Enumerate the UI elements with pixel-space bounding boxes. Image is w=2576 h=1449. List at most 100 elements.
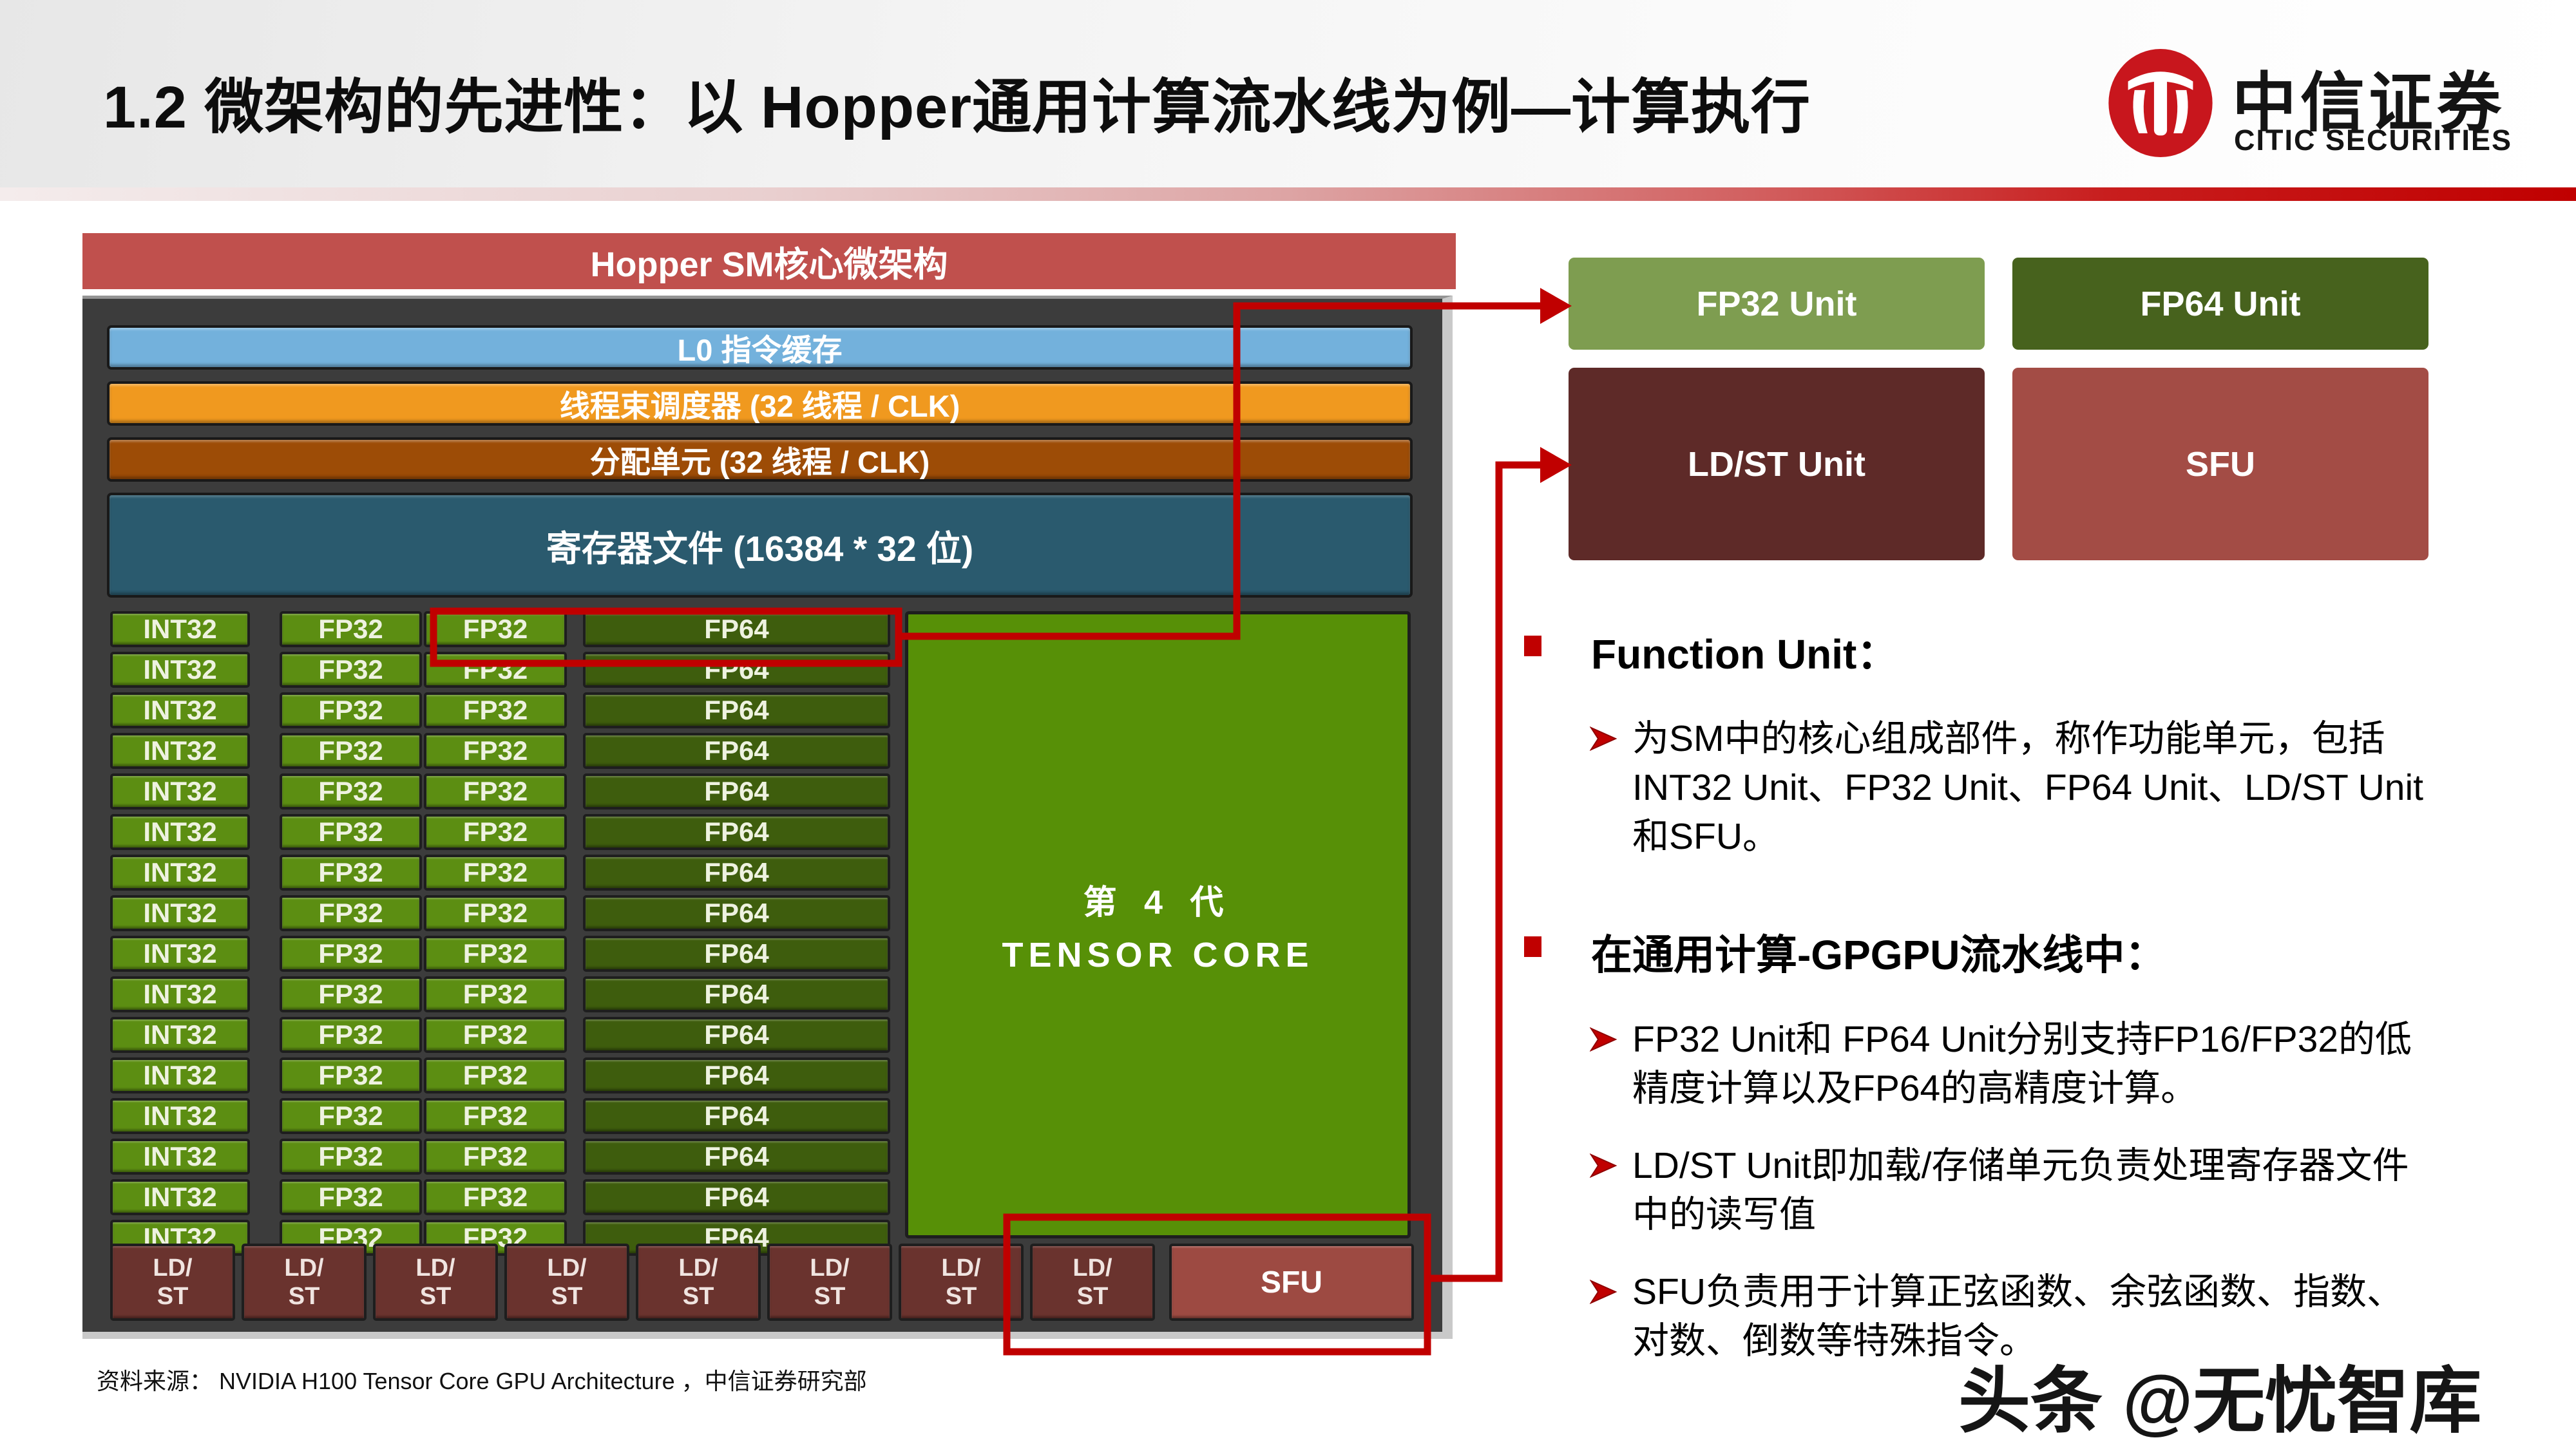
sfu-unit-box: SFU: [2012, 368, 2428, 560]
fp64-unit-box: FP64 Unit: [2012, 258, 2428, 350]
fp64-cell: FP64: [583, 1139, 890, 1175]
fp64-cell: FP64: [583, 1057, 890, 1094]
ldst-cell: LD/ST: [1030, 1244, 1155, 1321]
bullet-item: SFU负责用于计算正弦函数、余弦函数、指数、对数、倒数等特殊指令。: [1520, 1267, 2499, 1365]
fp32-cell: FP32: [280, 855, 422, 891]
ldst-cell: LD/ST: [110, 1244, 235, 1321]
ldst-cell: LD/ST: [373, 1244, 498, 1321]
int32-cell: INT32: [110, 976, 250, 1012]
ldst-unit-box: LD/ST Unit: [1569, 368, 1985, 560]
fp64-cell: FP64: [583, 1098, 890, 1134]
fp32-cell: FP32: [424, 652, 567, 688]
fp32-cell: FP32: [424, 1179, 567, 1215]
fp64-cell: FP64: [583, 733, 890, 769]
fp32-cell: FP32: [280, 1057, 422, 1094]
int32-cell: INT32: [110, 733, 250, 769]
fp64-cell: FP64: [583, 936, 890, 972]
arrow-bullet-icon: [1590, 1027, 1617, 1052]
ldst-cell: LD/ST: [636, 1244, 761, 1321]
int32-cell: INT32: [110, 1179, 250, 1215]
bullet-item: LD/ST Unit即加载/存储单元负责处理寄存器文件中的读写值: [1520, 1141, 2499, 1239]
logo-cn-text: 中信证券: [2232, 67, 2505, 139]
fp64-cell: FP64: [583, 1017, 890, 1053]
bullet-heading-text: 在通用计算-GPGPU流水线中：: [1591, 932, 2166, 978]
fp32-cell: FP32: [280, 733, 422, 769]
fp32-cell: FP32: [280, 1098, 422, 1134]
fp32-cell: FP32: [280, 976, 422, 1012]
bullet-block-gpgpu: 在通用计算-GPGPU流水线中： FP32 Unit和 FP64 Unit分别支…: [1520, 922, 2499, 1394]
arrow-bullet-icon: [1590, 1280, 1617, 1304]
fp32-cell: FP32: [424, 1057, 567, 1094]
citic-logo: 中信证券 CITIC SECURITIES: [2106, 45, 2557, 167]
source-note: 资料来源： NVIDIA H100 Tensor Core GPU Archit…: [97, 1368, 867, 1394]
fp64-cell: FP64: [583, 773, 890, 810]
fp64-cell: FP64: [583, 855, 890, 891]
fp64-cell: FP64: [583, 814, 890, 850]
fp32-cell: FP32: [424, 936, 567, 972]
tensor-core-block: 第 4 代 TENSOR CORE: [905, 611, 1411, 1238]
bullet-text: LD/ST Unit即加载/存储单元负责处理寄存器文件中的读写值: [1632, 1145, 2409, 1235]
int32-cell: INT32: [110, 773, 250, 810]
sm-diagram-panel: L0 指令缓存 线程束调度器 (32 线程 / CLK) 分配单元 (32 线程…: [82, 296, 1453, 1339]
bullet-text: FP32 Unit和 FP64 Unit分别支持FP16/FP32的低精度计算以…: [1632, 1019, 2412, 1109]
ldst-cell: LD/ST: [899, 1244, 1024, 1321]
fp32-cell: FP32: [424, 733, 567, 769]
register-file-bar: 寄存器文件 (16384 * 32 位): [107, 493, 1413, 598]
int32-cell: INT32: [110, 855, 250, 891]
ldst-cell: LD/ST: [767, 1244, 892, 1321]
warp-scheduler-bar: 线程束调度器 (32 线程 / CLK): [107, 381, 1413, 426]
fp32-cell: FP32: [280, 773, 422, 810]
int32-cell: INT32: [110, 814, 250, 850]
ldst-arrowhead-icon: [1540, 447, 1572, 483]
title-underline-bar: [0, 187, 2576, 201]
int32-cell: INT32: [110, 652, 250, 688]
fp32-cell: FP32: [280, 652, 422, 688]
bullet-item: FP32 Unit和 FP64 Unit分别支持FP16/FP32的低精度计算以…: [1520, 1015, 2499, 1113]
int32-cell: INT32: [110, 895, 250, 931]
int32-cell: INT32: [110, 936, 250, 972]
fp64-cell: FP64: [583, 1179, 890, 1215]
bullet-text: SFU负责用于计算正弦函数、余弦函数、指数、对数、倒数等特殊指令。: [1632, 1271, 2403, 1361]
fp32-cell: FP32: [424, 1017, 567, 1053]
citic-logo-icon: [2108, 49, 2213, 157]
page-title: 1.2 微架构的先进性：以 Hopper通用计算流水线为例—计算执行: [103, 75, 1811, 140]
sfu-cell: SFU: [1169, 1244, 1414, 1321]
int32-cell: INT32: [110, 692, 250, 728]
bullet-heading: Function Unit：: [1520, 621, 2499, 681]
fp32-cell: FP32: [424, 692, 567, 728]
fp32-cell: FP32: [424, 773, 567, 810]
arrow-bullet-icon: [1590, 726, 1617, 751]
fp32-cell: FP32: [424, 976, 567, 1012]
fp32-cell: FP32: [424, 814, 567, 850]
fp32-cell: FP32: [424, 895, 567, 931]
fp64-cell: FP64: [583, 652, 890, 688]
fp32-cell: FP32: [424, 1139, 567, 1175]
fp64-cell: FP64: [583, 895, 890, 931]
tensor-core-line1: 第 4 代: [1083, 884, 1233, 922]
ldst-cell: LD/ST: [504, 1244, 629, 1321]
fp64-cell: FP64: [583, 692, 890, 728]
square-bullet-icon: [1524, 636, 1541, 656]
fp32-cell: FP32: [280, 895, 422, 931]
fp32-arrowhead-icon: [1540, 288, 1572, 324]
fp32-cell: FP32: [280, 814, 422, 850]
int32-cell: INT32: [110, 1017, 250, 1053]
watermark: 头条 @无忧智库: [1958, 1361, 2482, 1441]
bullet-items: FP32 Unit和 FP64 Unit分别支持FP16/FP32的低精度计算以…: [1520, 1015, 2499, 1365]
fp32-cell: FP32: [280, 692, 422, 728]
arrow-bullet-icon: [1590, 1153, 1617, 1178]
fp32-cell: FP32: [280, 1017, 422, 1053]
fp32-cell: FP32: [424, 611, 567, 647]
fp64-cell: FP64: [583, 976, 890, 1012]
fp32-cell: FP32: [280, 1139, 422, 1175]
dispatch-unit-bar: 分配单元 (32 线程 / CLK): [107, 437, 1413, 482]
fp32-cell: FP32: [424, 855, 567, 891]
